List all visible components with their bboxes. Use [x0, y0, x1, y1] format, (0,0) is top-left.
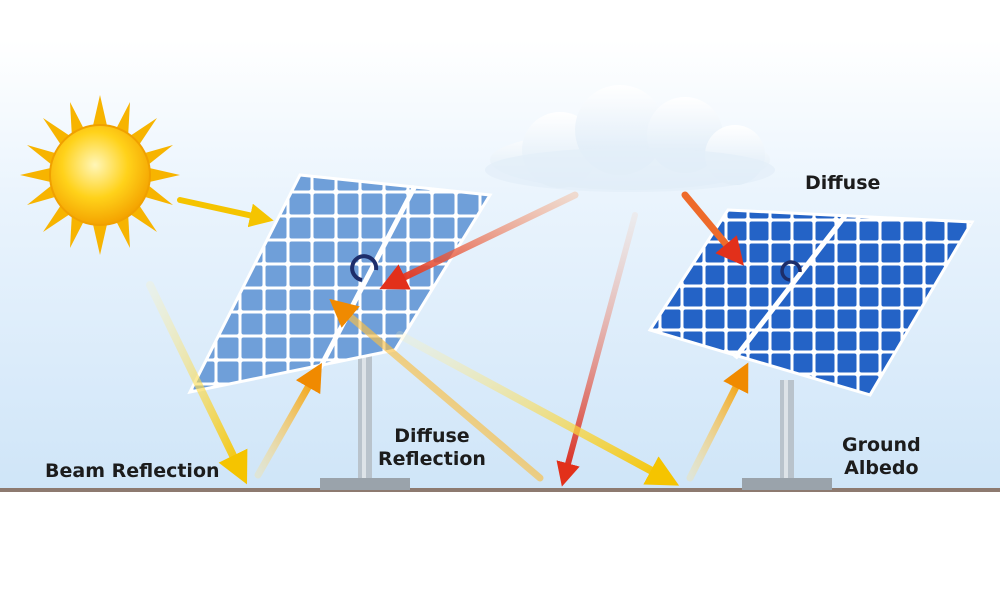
- reflected-beam-arrow: [396, 331, 680, 486]
- diffuse-to-right-panel-arrow: [681, 191, 744, 266]
- right-tracker-stand: [742, 380, 832, 490]
- rotation-arrow-icon: [350, 254, 379, 282]
- label-diffuse-reflection-line1: Diffuse: [394, 425, 470, 447]
- diffuse-to-left-panel-arrow: [379, 191, 579, 290]
- cloud-icon: [485, 85, 775, 192]
- label-diffuse-reflection: Diffuse Reflection: [378, 425, 486, 471]
- label-ground-albedo-line2: Albedo: [844, 457, 919, 479]
- sun-icon: [20, 95, 180, 255]
- label-ground-albedo-line1: Ground: [842, 434, 921, 456]
- label-beam-reflection: Beam Reflection: [45, 460, 220, 482]
- beam-to-ground-arrow: [146, 281, 248, 485]
- diffuse-reflection-arrow: [329, 298, 544, 482]
- label-diffuse: Diffuse: [805, 172, 881, 194]
- label-diffuse-reflection-line2: Reflection: [378, 448, 486, 470]
- ground-albedo-arrow: [686, 362, 749, 482]
- ground-line: [0, 488, 1000, 492]
- beam-reflection-arrow: [254, 362, 322, 479]
- direct-beam-arrow: [177, 197, 274, 228]
- left-solar-panel: [187, 173, 493, 395]
- label-ground-albedo: Ground Albedo: [842, 434, 921, 480]
- rotation-arrow-icon: [780, 260, 802, 282]
